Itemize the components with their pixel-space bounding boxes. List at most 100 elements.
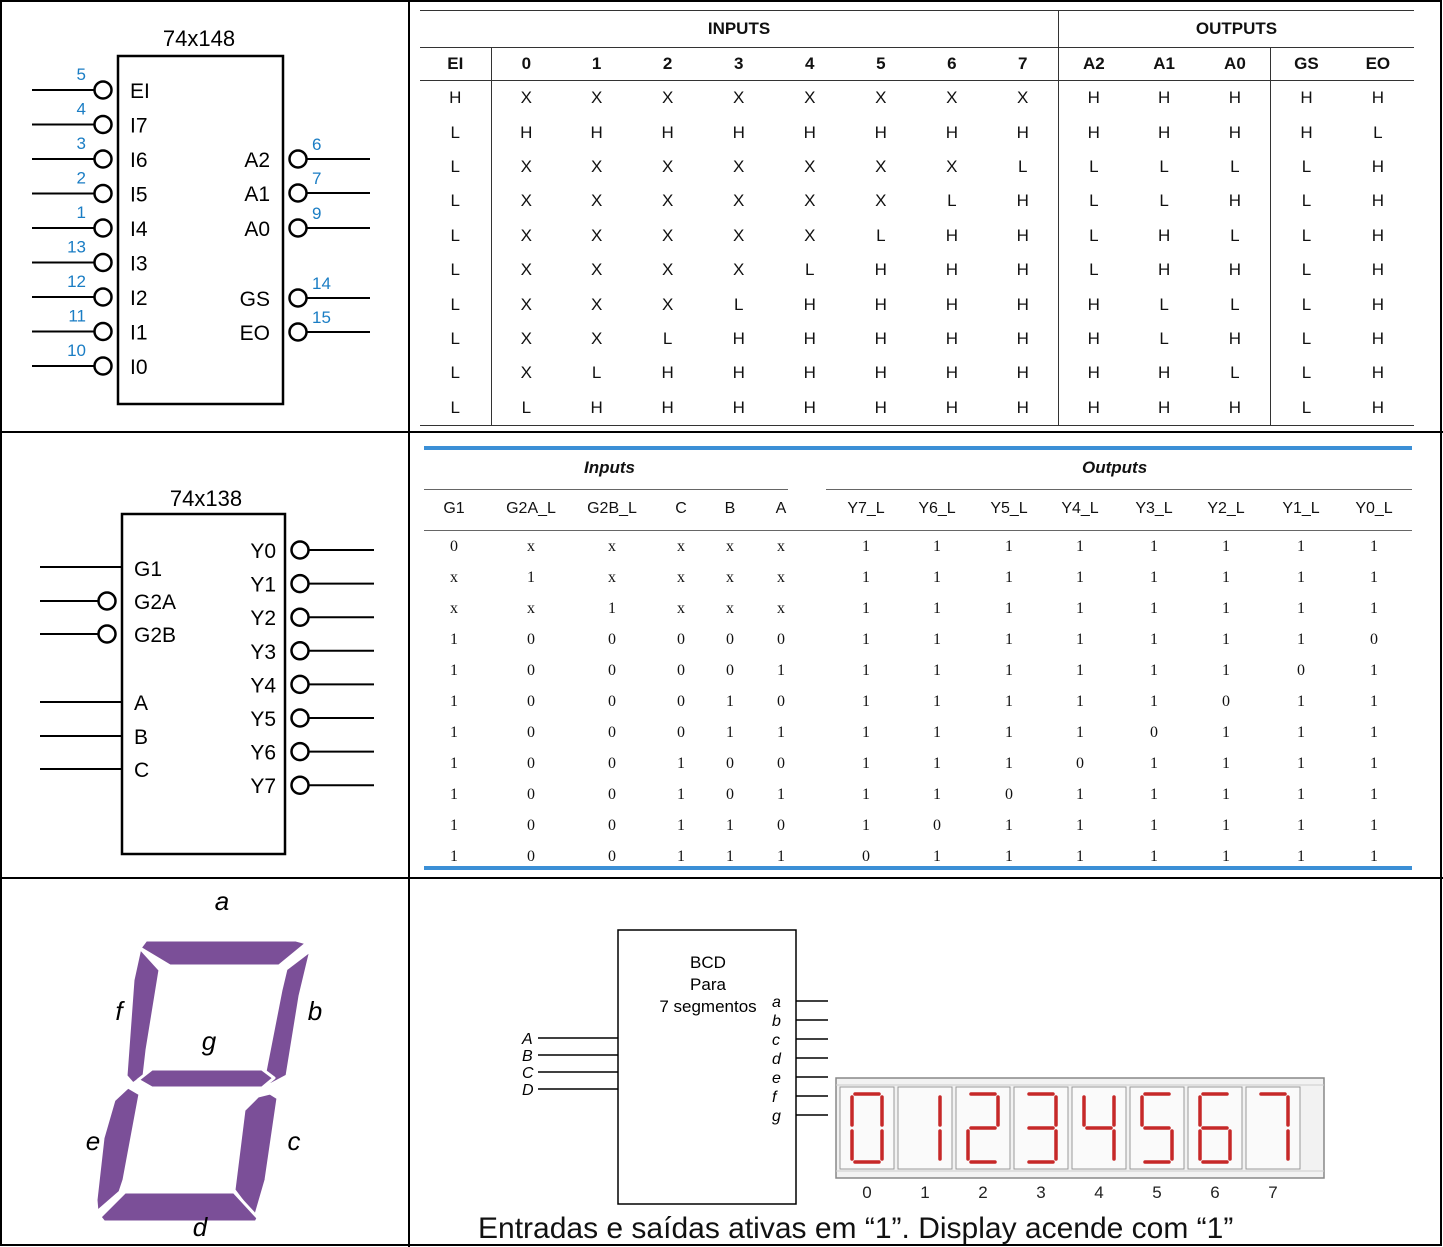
table-cell: 0 xyxy=(777,693,785,710)
pin-label: I6 xyxy=(130,149,148,172)
chip138-input-pin-g1: G1 xyxy=(40,558,162,581)
output-label: d xyxy=(772,1051,782,1068)
input-label: C xyxy=(522,1065,534,1082)
output-label: f xyxy=(772,1089,778,1106)
table-cell: H xyxy=(1016,225,1029,245)
column-header: 3 xyxy=(703,47,775,81)
table-bottom-rule xyxy=(424,866,1412,870)
column-header: EI xyxy=(420,47,492,81)
table-cell: L xyxy=(1159,156,1169,176)
table-cell: H xyxy=(1228,260,1242,280)
table-cell: 1 xyxy=(777,662,785,679)
table-cell: 0 xyxy=(677,693,685,710)
table-cell: L xyxy=(1270,252,1342,288)
column-header: B xyxy=(724,500,736,517)
table-cell: 0 xyxy=(608,724,616,741)
table-cell: 1 xyxy=(1005,724,1013,741)
table-cell: 1 xyxy=(1150,755,1158,772)
digit-2: 2 xyxy=(955,1086,1011,1202)
table-cell: L xyxy=(490,390,562,426)
table-cell: 1 xyxy=(1222,569,1230,586)
table-cell: H xyxy=(590,397,603,417)
digit-5: 5 xyxy=(1129,1086,1185,1202)
table-cell: 1 xyxy=(1150,600,1158,617)
table-cell: 1 xyxy=(933,600,941,617)
table-cell: 0 xyxy=(608,848,616,865)
table-cell: H xyxy=(945,260,958,280)
pin-label: I5 xyxy=(130,184,148,207)
pin-label: I4 xyxy=(130,218,148,241)
digit-4: 4 xyxy=(1071,1086,1127,1202)
table-cell: L xyxy=(1058,252,1129,288)
pin-number: 13 xyxy=(67,238,86,257)
table-cell: H xyxy=(1157,363,1171,383)
inversion-bubble xyxy=(290,674,310,695)
bcd-output-a: a xyxy=(772,994,828,1011)
table-cell: 0 xyxy=(677,631,685,648)
column-header: Y6_L xyxy=(918,500,956,517)
outputs-group-line xyxy=(826,489,1412,490)
pin-label: Y6 xyxy=(250,742,276,765)
table-cell: X xyxy=(490,321,562,357)
table-cell: H xyxy=(1058,287,1129,322)
chip138-output-pin-y4: Y4 xyxy=(250,674,374,697)
output-label: c xyxy=(772,1032,780,1049)
table-cell: H xyxy=(803,397,816,417)
table-cell: 0 xyxy=(608,631,616,648)
table-cell: 0 xyxy=(1297,662,1305,679)
table-cell: L xyxy=(733,294,744,314)
table-cell: 0 xyxy=(450,538,458,555)
chip138-title: 74x138 xyxy=(170,486,242,511)
inversion-bubble xyxy=(93,356,113,376)
table-cell: 0 xyxy=(1076,755,1084,772)
table-cell: X xyxy=(490,356,562,391)
column-header: GS xyxy=(1270,47,1342,81)
table-cell: X xyxy=(490,184,562,219)
pin-number: 14 xyxy=(312,274,331,293)
table-cell: L xyxy=(1230,294,1240,314)
bcd-input-b: B xyxy=(522,1048,618,1065)
segment-label-a: a xyxy=(215,886,229,916)
table-cell: 1 xyxy=(1005,755,1013,772)
pin-label: I3 xyxy=(130,253,148,276)
table-cell: 1 xyxy=(1297,848,1305,865)
table-cell: X xyxy=(590,294,603,314)
column-header: A2 xyxy=(1058,47,1129,81)
table-cell: 1 xyxy=(1076,538,1084,555)
column-header: A0 xyxy=(1199,47,1271,81)
table-cell: 1 xyxy=(1370,662,1378,679)
table-cell: 1 xyxy=(1076,724,1084,741)
table-cell: 1 xyxy=(450,631,458,648)
table-cell: L xyxy=(876,225,886,245)
pin-label: A0 xyxy=(244,218,270,241)
column-header: G1 xyxy=(443,500,465,517)
pin-label: EI xyxy=(130,80,150,103)
table-cell: 0 xyxy=(933,817,941,834)
table-cell: L xyxy=(947,191,957,211)
bcd-decoder-box xyxy=(617,929,797,1205)
bcd-output-f: f xyxy=(772,1089,828,1106)
table-cell: H xyxy=(1016,397,1029,417)
table-cell: 1 xyxy=(726,817,734,834)
table-cell: 1 xyxy=(677,817,685,834)
pin-label: Y2 xyxy=(250,607,276,630)
table-cell: L xyxy=(450,156,460,176)
table-cell: X xyxy=(661,191,674,211)
column-header: Y7_L xyxy=(847,500,885,517)
table-cell: H xyxy=(1058,356,1129,391)
table-cell: H xyxy=(945,363,958,383)
bcd-title-line: 7 segmentos xyxy=(659,997,756,1016)
pin-number: 10 xyxy=(67,341,86,360)
table-cell: H xyxy=(1058,321,1129,357)
column-header: Y3_L xyxy=(1135,500,1173,517)
column-header: G2A_L xyxy=(506,500,556,517)
table-cell: 1 xyxy=(1297,631,1305,648)
inversion-bubble xyxy=(93,114,113,135)
chip138-output-pin-y1: Y1 xyxy=(250,574,374,597)
table-cell: 1 xyxy=(450,755,458,772)
table-cell: L xyxy=(450,191,460,211)
